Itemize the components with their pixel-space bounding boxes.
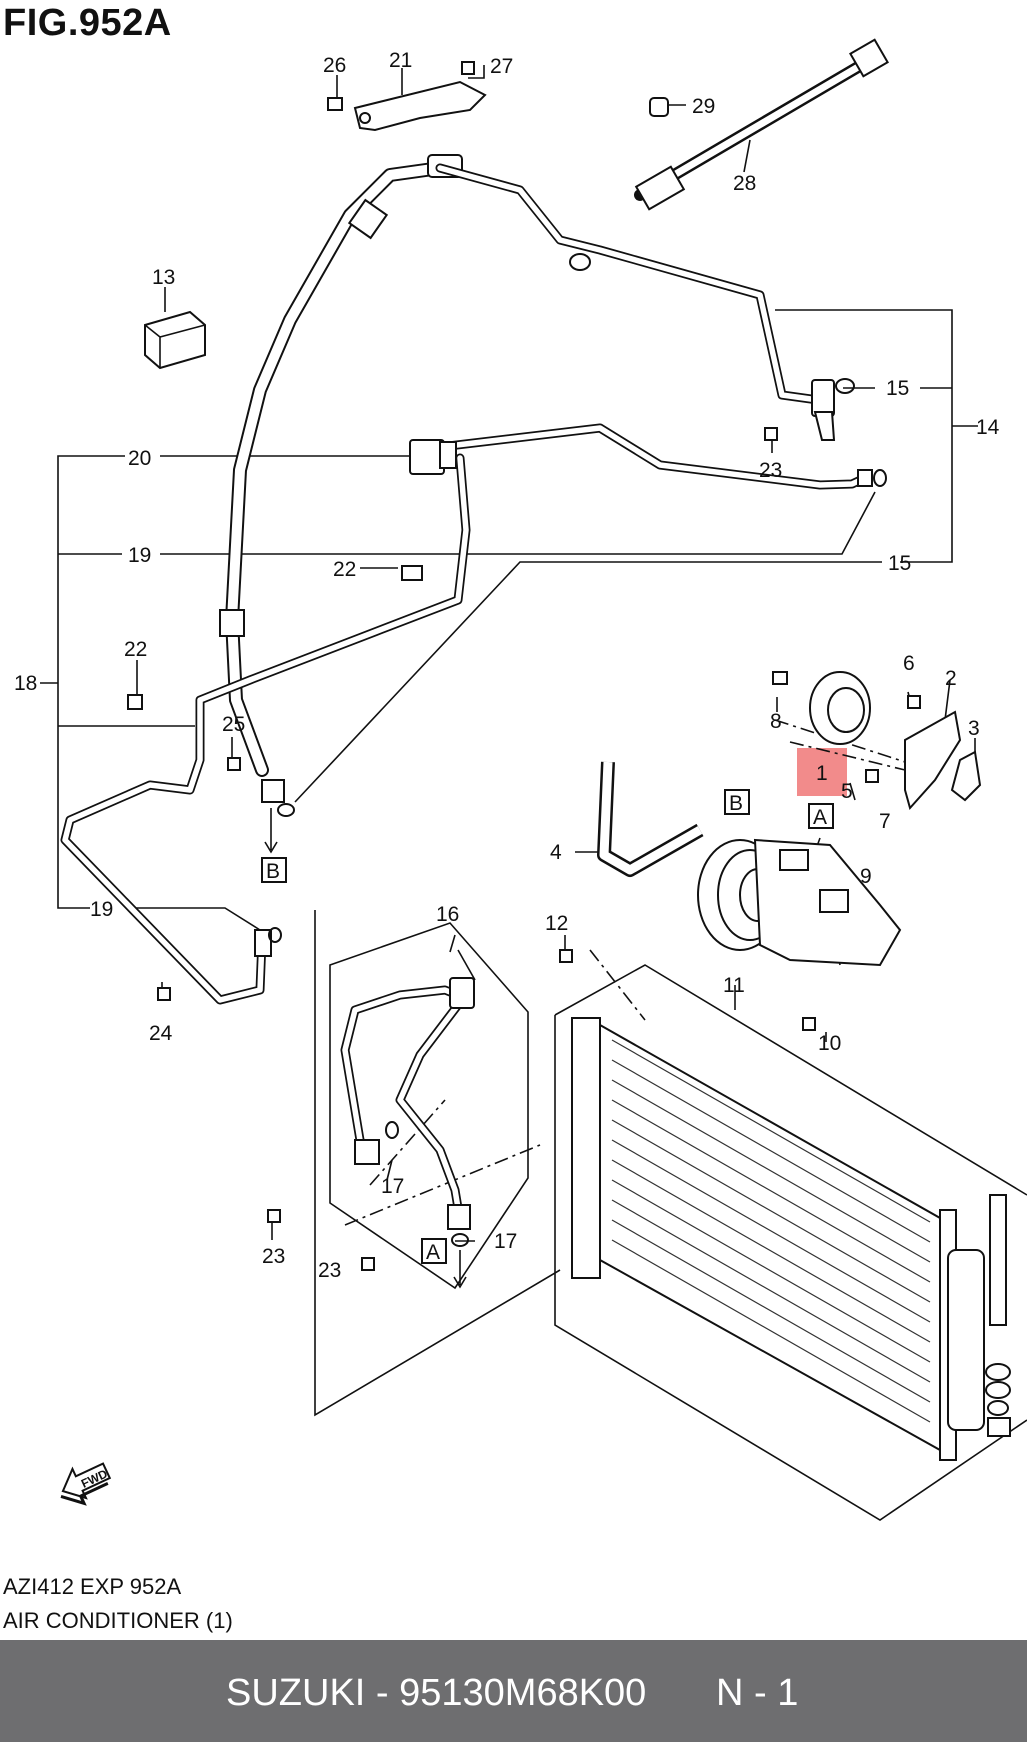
parts-diagram: 26 21 27 29 28 13 15 14 23 20 19 22 15 2… <box>14 38 1027 1521</box>
callout-19-lower: 19 <box>90 898 113 921</box>
compressor-9 <box>697 838 902 967</box>
callout-labels: 26 21 27 29 28 13 15 14 23 20 19 22 15 2… <box>14 49 1000 1282</box>
callout-2: 2 <box>945 667 957 690</box>
callout-1: 1 <box>816 762 828 785</box>
callout-28: 28 <box>733 172 756 195</box>
callout-15-upper: 15 <box>886 377 909 400</box>
callout-18: 18 <box>14 672 37 695</box>
callout-17-upper: 17 <box>381 1175 404 1198</box>
fwd-arrow-icon: FWD <box>60 1462 112 1506</box>
figure-title: FIG.952A <box>3 2 172 44</box>
callout-9: 9 <box>860 865 872 888</box>
bolts <box>127 61 921 1271</box>
callout-12: 12 <box>545 912 568 935</box>
callout-19-upper: 19 <box>128 544 151 567</box>
ref-box-B-hose <box>261 857 287 883</box>
callout-16: 16 <box>436 903 459 926</box>
callout-23-upper: 23 <box>759 459 782 482</box>
fwd-label: FWD <box>79 1466 110 1490</box>
callout-24: 24 <box>149 1022 173 1045</box>
ref-box-A-compressor <box>808 803 834 829</box>
callout-27: 27 <box>490 55 513 78</box>
callout-26: 26 <box>323 54 346 77</box>
footer-page: N - 1 <box>716 1672 799 1714</box>
callout-4: 4 <box>550 841 562 864</box>
callout-15-lower: 15 <box>888 552 911 575</box>
callout-5: 5 <box>841 780 853 803</box>
footer-part-number: SUZUKI - 95130M68K00 <box>226 1672 647 1714</box>
ref-box-B-compressor <box>724 789 750 815</box>
relay-13 <box>144 310 206 370</box>
callout-8: 8 <box>770 710 782 733</box>
part-1-highlight <box>797 748 847 796</box>
callout-20: 20 <box>128 447 151 470</box>
footer-bar: SUZUKI - 95130M68K00 N - 1 <box>0 1640 1027 1742</box>
condenser-11 <box>571 1017 1011 1461</box>
diagram-caption: AIR CONDITIONER (1) <box>3 1608 233 1633</box>
belt-4 <box>597 761 704 877</box>
callout-29: 29 <box>692 95 715 118</box>
callout-13: 13 <box>152 266 175 289</box>
liquid-pipe-19-20 <box>60 423 887 1005</box>
callout-11: 11 <box>723 974 745 997</box>
reference-markers: B A B A <box>261 789 834 1289</box>
idler-pulley <box>809 671 982 811</box>
ref-B-compressor: B <box>729 792 743 815</box>
callout-3: 3 <box>968 717 980 740</box>
callout-22-left: 22 <box>124 638 147 661</box>
ref-A-hose16: A <box>426 1241 440 1264</box>
ref-box-A-hose16 <box>421 1238 447 1264</box>
callout-14: 14 <box>976 416 1000 439</box>
leader-lines <box>40 65 1027 1521</box>
callout-6: 6 <box>903 652 915 675</box>
diagram-code: AZI412 EXP 952A <box>3 1574 182 1599</box>
callout-21: 21 <box>389 49 412 72</box>
callout-25: 25 <box>222 713 245 736</box>
callout-17-lower: 17 <box>494 1230 517 1253</box>
callout-23-lower: 23 <box>318 1259 341 1282</box>
callout-22-upper: 22 <box>333 558 356 581</box>
callout-23-left: 23 <box>262 1245 285 1268</box>
ref-B-hose: B <box>266 860 280 883</box>
pipe-28 <box>634 38 889 211</box>
ref-A-compressor: A <box>813 806 827 829</box>
callout-7: 7 <box>879 810 891 833</box>
callout-10: 10 <box>818 1032 841 1055</box>
bracket-21 <box>353 80 487 132</box>
hose-16 <box>340 977 475 1247</box>
suction-pipe-14 <box>435 163 855 441</box>
